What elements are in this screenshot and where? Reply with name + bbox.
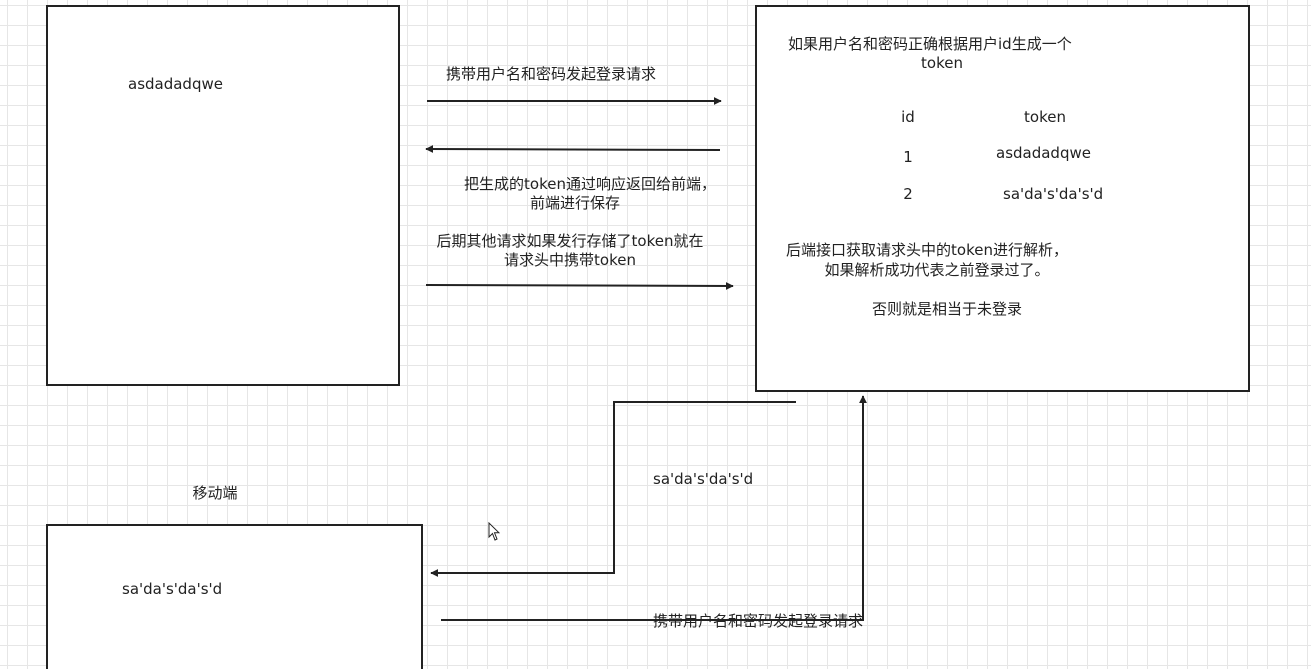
server-box[interactable]: 如果用户名和密码正确根据用户id生成一个 token id token 1 as… — [755, 5, 1250, 392]
table-header-id: id — [901, 108, 915, 126]
table-row2-token: sa'da's'da's'd — [1003, 185, 1104, 203]
server-parse-line2: 如果解析成功代表之前登录过了。 — [824, 261, 1050, 279]
server-desc-line1: 如果用户名和密码正确根据用户id生成一个 — [788, 35, 1072, 53]
return-token-label-line2: 前端进行保存 — [529, 194, 620, 212]
return-token-arrow[interactable] — [425, 145, 721, 154]
browser-token-text: asdadadqwe — [128, 75, 223, 93]
mobile-login-request-arrow[interactable] — [441, 395, 867, 621]
server-else-line: 否则就是相当于未登录 — [871, 300, 1022, 318]
return-token-label-line1: 把生成的token通过响应返回给前端， — [464, 175, 716, 193]
mobile-token-return-label: sa'da's'da's'd — [653, 470, 754, 488]
later-request-label-line1: 后期其他请求如果发行存储了token就在 — [436, 232, 704, 250]
server-desc-line2: token — [921, 54, 963, 72]
table-header-token: token — [1024, 108, 1066, 126]
login-request-label: 携带用户名和密码发起登录请求 — [446, 65, 657, 83]
table-row1-id: 1 — [903, 148, 913, 166]
table-row2-id: 2 — [903, 185, 913, 203]
later-request-arrow[interactable] — [425, 281, 734, 290]
later-request-label-line2: 请求头中携带token — [504, 251, 636, 269]
mobile-client-box[interactable]: sa'da's'da's'd — [46, 524, 423, 669]
mobile-token-text: sa'da's'da's'd — [122, 580, 223, 598]
mobile-login-request-label: 携带用户名和密码发起登录请求 — [653, 612, 864, 630]
server-parse-line1: 后端接口获取请求头中的token进行解析， — [786, 241, 1068, 259]
mouse-cursor-icon — [488, 522, 500, 541]
mobile-title: 移动端 — [192, 484, 238, 502]
browser-client-box[interactable]: asdadadqwe — [46, 5, 400, 386]
table-row1-token: asdadadqwe — [996, 144, 1091, 162]
